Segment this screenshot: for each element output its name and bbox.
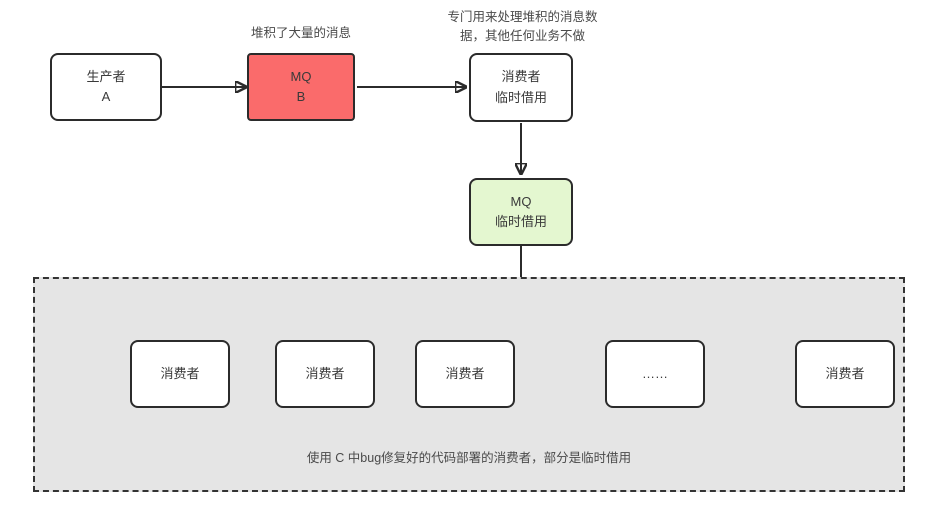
consumer-group-caption: 使用 C 中bug修复好的代码部署的消费者，部分是临时借用 — [306, 451, 632, 465]
consumer-box[interactable]: 消费者 — [795, 340, 895, 408]
node-temp-mq[interactable]: MQ 临时借用 — [469, 178, 573, 246]
node-temp-mq-line1: MQ — [510, 193, 532, 209]
consumer-box-label: 消费者 — [160, 365, 200, 381]
consumer-box[interactable]: 消费者 — [275, 340, 375, 408]
node-producer-line2: A — [101, 89, 111, 104]
node-backlog-mq-line2: B — [296, 89, 306, 104]
consumer-box[interactable]: 消费者 — [415, 340, 515, 408]
consumer-box-label: …… — [642, 365, 668, 381]
consumer-box-label: 消费者 — [445, 365, 485, 381]
consumer-box-label: 消费者 — [305, 365, 345, 381]
annotation-temp-consumer: 专门用来处理堆积的消息数 据，其他任何业务不做 — [447, 10, 598, 43]
node-temp-mq-line2: 临时借用 — [494, 214, 547, 229]
consumer-box[interactable]: 消费者 — [130, 340, 230, 408]
annotation-backlog: 堆积了大量的消息 — [250, 26, 351, 40]
consumer-box-label: 消费者 — [825, 365, 865, 381]
node-temp-consumer-line1: 消费者 — [501, 69, 541, 85]
consumer-box-ellipsis[interactable]: …… — [605, 340, 705, 408]
node-backlog-mq[interactable]: MQ B — [247, 53, 355, 121]
node-temp-consumer[interactable]: 消费者 临时借用 — [469, 53, 573, 122]
node-producer-line1: 生产者 — [86, 68, 126, 84]
node-backlog-mq-line1: MQ — [290, 68, 312, 84]
node-temp-consumer-line2: 临时借用 — [494, 89, 547, 105]
node-producer[interactable]: 生产者 A — [50, 53, 162, 121]
